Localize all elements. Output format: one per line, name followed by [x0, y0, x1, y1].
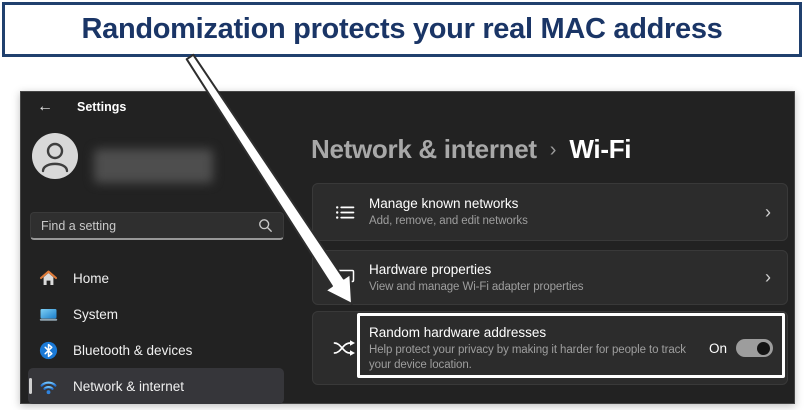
card-title: Random hardware addresses — [369, 324, 547, 340]
back-button[interactable]: ← — [37, 98, 53, 115]
sidebar-item-network-internet[interactable]: Network & internet — [28, 368, 284, 404]
settings-window: ← Settings Find a setting Home — [20, 91, 795, 404]
card-subtitle: Add, remove, and edit networks — [369, 215, 528, 227]
page-title: Wi-Fi — [569, 134, 632, 164]
breadcrumb: Network & internet › Wi-Fi — [311, 134, 632, 165]
card-subtitle: View and manage Wi-Fi adapter properties — [369, 280, 584, 293]
breadcrumb-parent[interactable]: Network & internet — [311, 134, 537, 164]
banner-text: Randomization protects your real MAC add… — [81, 13, 723, 45]
sidebar-item-label: Bluetooth & devices — [73, 342, 193, 358]
breadcrumb-separator-icon: › — [549, 139, 557, 161]
random-hardware-addresses-toggle[interactable] — [736, 339, 774, 357]
sidebar-item-label: Network & internet — [73, 378, 185, 394]
toggle-state-label: On — [709, 340, 728, 356]
callout-banner: Randomization protects your real MAC add… — [2, 2, 802, 57]
sidebar-item-bluetooth[interactable]: Bluetooth & devices — [28, 332, 284, 368]
avatar[interactable] — [32, 133, 78, 179]
shuffle-icon — [333, 340, 355, 356]
search-input[interactable]: Find a setting — [30, 212, 284, 240]
manage-known-networks-row[interactable]: Manage known networks Add, remove, and e… — [312, 183, 788, 241]
titlebar: ← Settings — [37, 99, 126, 115]
hardware-properties-row[interactable]: Hardware properties View and manage Wi-F… — [312, 250, 788, 305]
home-icon — [39, 270, 58, 285]
chevron-right-icon: › — [765, 267, 771, 287]
sidebar-item-label: System — [73, 306, 119, 322]
sidebar-item-home[interactable]: Home — [28, 260, 284, 296]
app-title: Settings — [77, 100, 127, 114]
card-title: Manage known networks — [369, 196, 519, 211]
bluetooth-icon — [39, 341, 58, 359]
chevron-right-icon: › — [765, 201, 771, 222]
sidebar-item-system[interactable]: System — [28, 296, 284, 332]
card-subtitle: Help protect your privacy by making it h… — [369, 343, 686, 371]
person-icon — [41, 142, 69, 173]
card-title: Hardware properties — [369, 261, 492, 277]
random-hardware-addresses-row: Random hardware addresses Help protect y… — [312, 311, 788, 385]
system-icon — [39, 308, 58, 321]
search-icon — [259, 219, 272, 232]
toggle-knob — [757, 341, 771, 355]
wifi-icon — [40, 381, 57, 394]
sidebar-item-label: Home — [73, 270, 110, 286]
known-networks-list-icon — [336, 205, 355, 219]
sidebar-nav: Home System B — [28, 260, 284, 404]
search-placeholder: Find a setting — [41, 218, 117, 233]
selected-indicator — [29, 378, 32, 394]
hardware-properties-icon — [335, 269, 355, 286]
user-name-blurred — [94, 149, 213, 183]
